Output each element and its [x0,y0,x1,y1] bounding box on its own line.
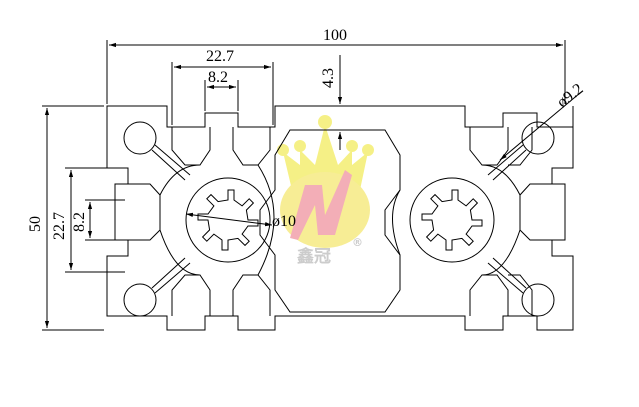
brand-watermark: 鑫冠 ® [277,115,374,267]
center-hole-right [421,189,483,251]
registered-mark: ® [352,236,363,249]
outer-boundary [106,105,574,331]
dim-slot-outer-width: 22.7 [206,48,234,65]
dim-side-slot-opening-width: 8.2 [71,212,88,232]
dimension-lines [42,40,581,331]
dim-side-slot-outer-width: 22.7 [51,212,68,240]
corner-hole-br [521,283,555,317]
emblem-icon [280,170,370,248]
dim-center-hole-diameter: ø10 [272,213,296,230]
corner-hole-tl [123,121,157,155]
corner-hole-bl [123,283,157,317]
center-hole-left [197,189,259,251]
dim-corner-hole-diameter: ø9.2 [554,81,587,112]
center-ring-right [409,177,495,263]
profile-outline [106,105,574,331]
dim-slot-opening-width: 8.2 [208,69,228,86]
corner-hole-tr [521,121,555,155]
dim-overall-width: 100 [323,27,347,44]
dim-overall-height: 50 [27,216,44,232]
dim-slot-depth: 4.3 [320,68,337,88]
brand-name: 鑫冠 [296,246,331,267]
